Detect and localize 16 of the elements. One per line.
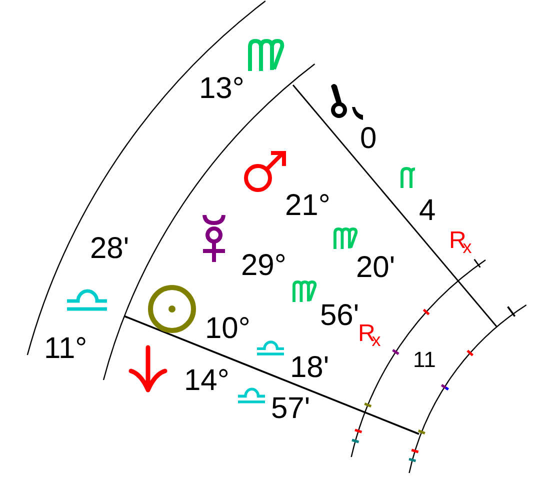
degree-text: 10° xyxy=(205,314,250,344)
minute-text: 18' xyxy=(290,353,330,383)
minute-text: 28' xyxy=(90,234,130,264)
retrograde-mark: R$_{x}$ xyxy=(449,229,472,253)
degree-text: 11° xyxy=(44,334,88,364)
degree-text: 14° xyxy=(184,366,230,396)
degree-text: 4 xyxy=(419,196,436,226)
minute-text: 57' xyxy=(271,394,310,424)
minute-text: 56' xyxy=(320,301,360,331)
degree-text: 13° xyxy=(199,74,244,104)
degree-text: 0 xyxy=(360,124,377,154)
house-number: 11 xyxy=(413,349,436,371)
degree-text: 21° xyxy=(285,191,330,221)
retrograde-mark: R$_{x}$ xyxy=(358,322,381,346)
degree-text: 29° xyxy=(241,251,286,281)
minute-text: 20' xyxy=(356,253,396,283)
